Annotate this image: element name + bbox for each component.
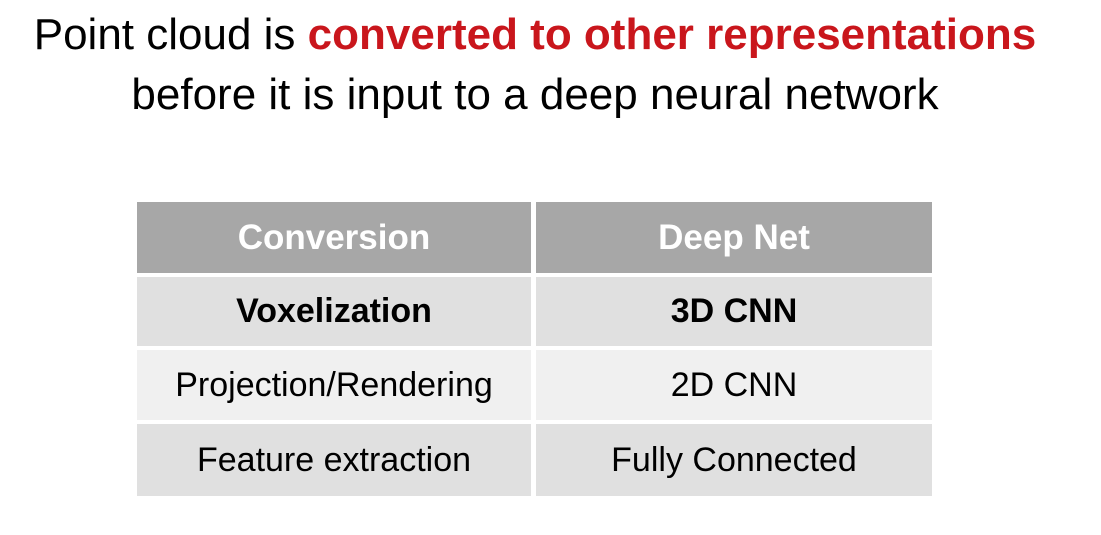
header-cell-conversion: Conversion [137, 202, 531, 273]
cell-projection-rendering: Projection/Rendering [137, 350, 531, 420]
cell-feature-extraction: Feature extraction [137, 424, 531, 496]
slide-title-line1: Point cloud is converted to other repres… [0, 5, 1070, 65]
cell-3d-cnn: 3D CNN [536, 277, 932, 346]
title-text-plain: Point cloud is [33, 10, 308, 59]
cell-voxelization: Voxelization [137, 277, 531, 346]
title-text-highlight: converted to other representations [307, 10, 1037, 59]
slide-title: Point cloud is converted to other repres… [0, 5, 1070, 125]
slide-title-line2: before it is input to a deep neural netw… [131, 70, 939, 119]
header-cell-deep-net: Deep Net [536, 202, 932, 273]
conversion-table: Conversion Deep Net Voxelization 3D CNN … [137, 202, 932, 496]
cell-fully-connected: Fully Connected [536, 424, 932, 496]
cell-2d-cnn: 2D CNN [536, 350, 932, 420]
